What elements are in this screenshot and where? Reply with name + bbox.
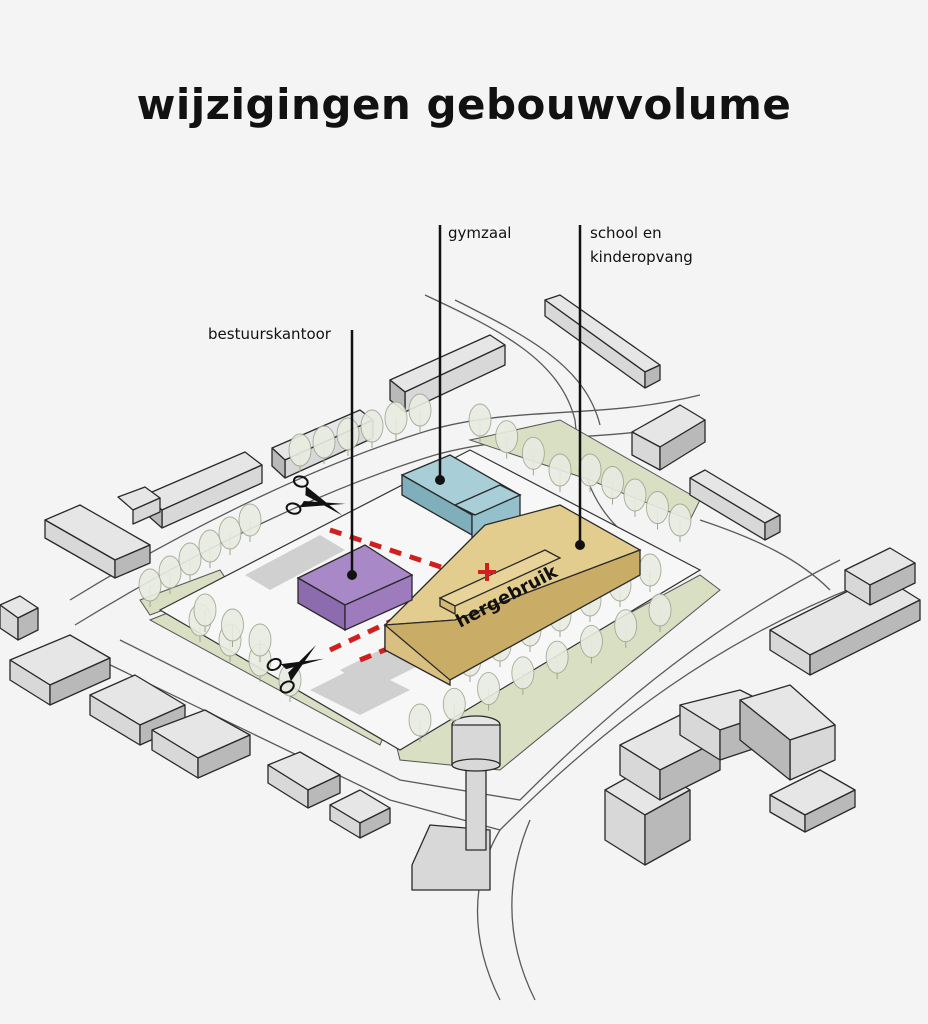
- building-block: [0, 595, 39, 641]
- label-gymzaal: gymzaal: [448, 224, 512, 242]
- building-block: [544, 294, 661, 389]
- tree: [495, 420, 519, 459]
- tree: [521, 436, 545, 476]
- tree: [288, 433, 312, 472]
- school-volume: [383, 504, 642, 687]
- tree: [178, 542, 202, 581]
- scissors-icon: [285, 475, 346, 516]
- tree: [468, 403, 492, 442]
- building-block: [267, 751, 341, 809]
- building-block: [389, 334, 506, 413]
- tree: [511, 656, 535, 695]
- tree: [668, 503, 692, 542]
- tree: [579, 624, 603, 664]
- tree: [648, 593, 672, 632]
- tree: [578, 453, 602, 492]
- tree: [601, 466, 624, 505]
- building-block: [44, 504, 151, 579]
- building-block: [739, 684, 836, 781]
- label-bestuurskantoor: bestuurskantoor: [208, 325, 331, 343]
- tree: [158, 555, 182, 594]
- building-block: [689, 469, 781, 541]
- building-block: [151, 709, 251, 779]
- scissors-icon: [266, 644, 325, 694]
- tree: [442, 687, 466, 727]
- building-block: [117, 451, 263, 529]
- tree: [638, 553, 662, 592]
- plus-icon: [478, 563, 496, 581]
- leader-lines: [347, 225, 585, 580]
- tree: [477, 672, 501, 711]
- tree: [614, 609, 638, 648]
- tree: [312, 425, 336, 464]
- building-block: [844, 547, 916, 606]
- building-block: [89, 674, 186, 746]
- tree: [138, 568, 162, 607]
- tree: [336, 417, 360, 456]
- trees: [138, 393, 692, 742]
- tree: [238, 503, 262, 542]
- building-block: [769, 769, 856, 833]
- page-title: wijzigingen gebouwvolume: [136, 80, 792, 129]
- label-school-line2: kinderopvang: [590, 248, 693, 266]
- tree: [248, 623, 272, 662]
- tree: [218, 516, 242, 555]
- tree: [623, 478, 647, 517]
- tree: [384, 401, 408, 440]
- tree: [221, 608, 244, 647]
- building-block: [9, 634, 111, 706]
- tree: [193, 593, 217, 632]
- roads: [69, 294, 861, 1001]
- tree: [545, 640, 569, 680]
- tree: [360, 409, 384, 448]
- building-block: [631, 404, 706, 471]
- tree: [408, 393, 432, 432]
- tree: [646, 491, 669, 530]
- water-tower: [411, 715, 501, 891]
- label-school-line1: school en: [590, 224, 662, 242]
- demolished-footprints: [245, 535, 430, 715]
- tree: [408, 703, 432, 742]
- tree: [198, 529, 222, 568]
- tree: [548, 453, 572, 492]
- building-block: [329, 789, 391, 839]
